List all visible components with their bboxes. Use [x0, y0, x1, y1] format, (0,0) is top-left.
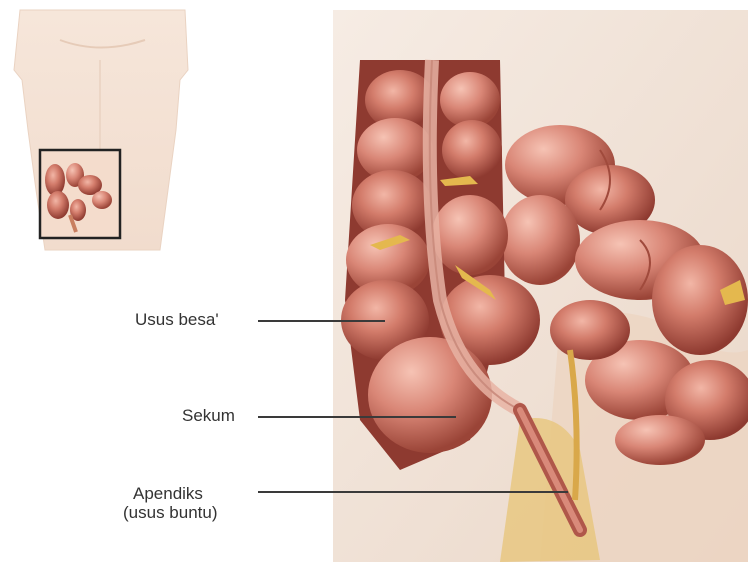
label-appendix: Apendiks (usus buntu)	[123, 484, 218, 522]
torso-thumbnail	[14, 10, 188, 250]
leader-cecum	[258, 416, 456, 418]
label-appendix-line1: Apendiks	[123, 484, 218, 503]
leader-appendix	[258, 491, 568, 493]
label-cecum: Sekum	[182, 406, 235, 425]
label-large-intestine: Usus besa'	[135, 310, 219, 329]
label-appendix-line2: (usus buntu)	[123, 503, 218, 522]
leader-large-intestine	[258, 320, 385, 322]
cecum	[368, 337, 492, 453]
